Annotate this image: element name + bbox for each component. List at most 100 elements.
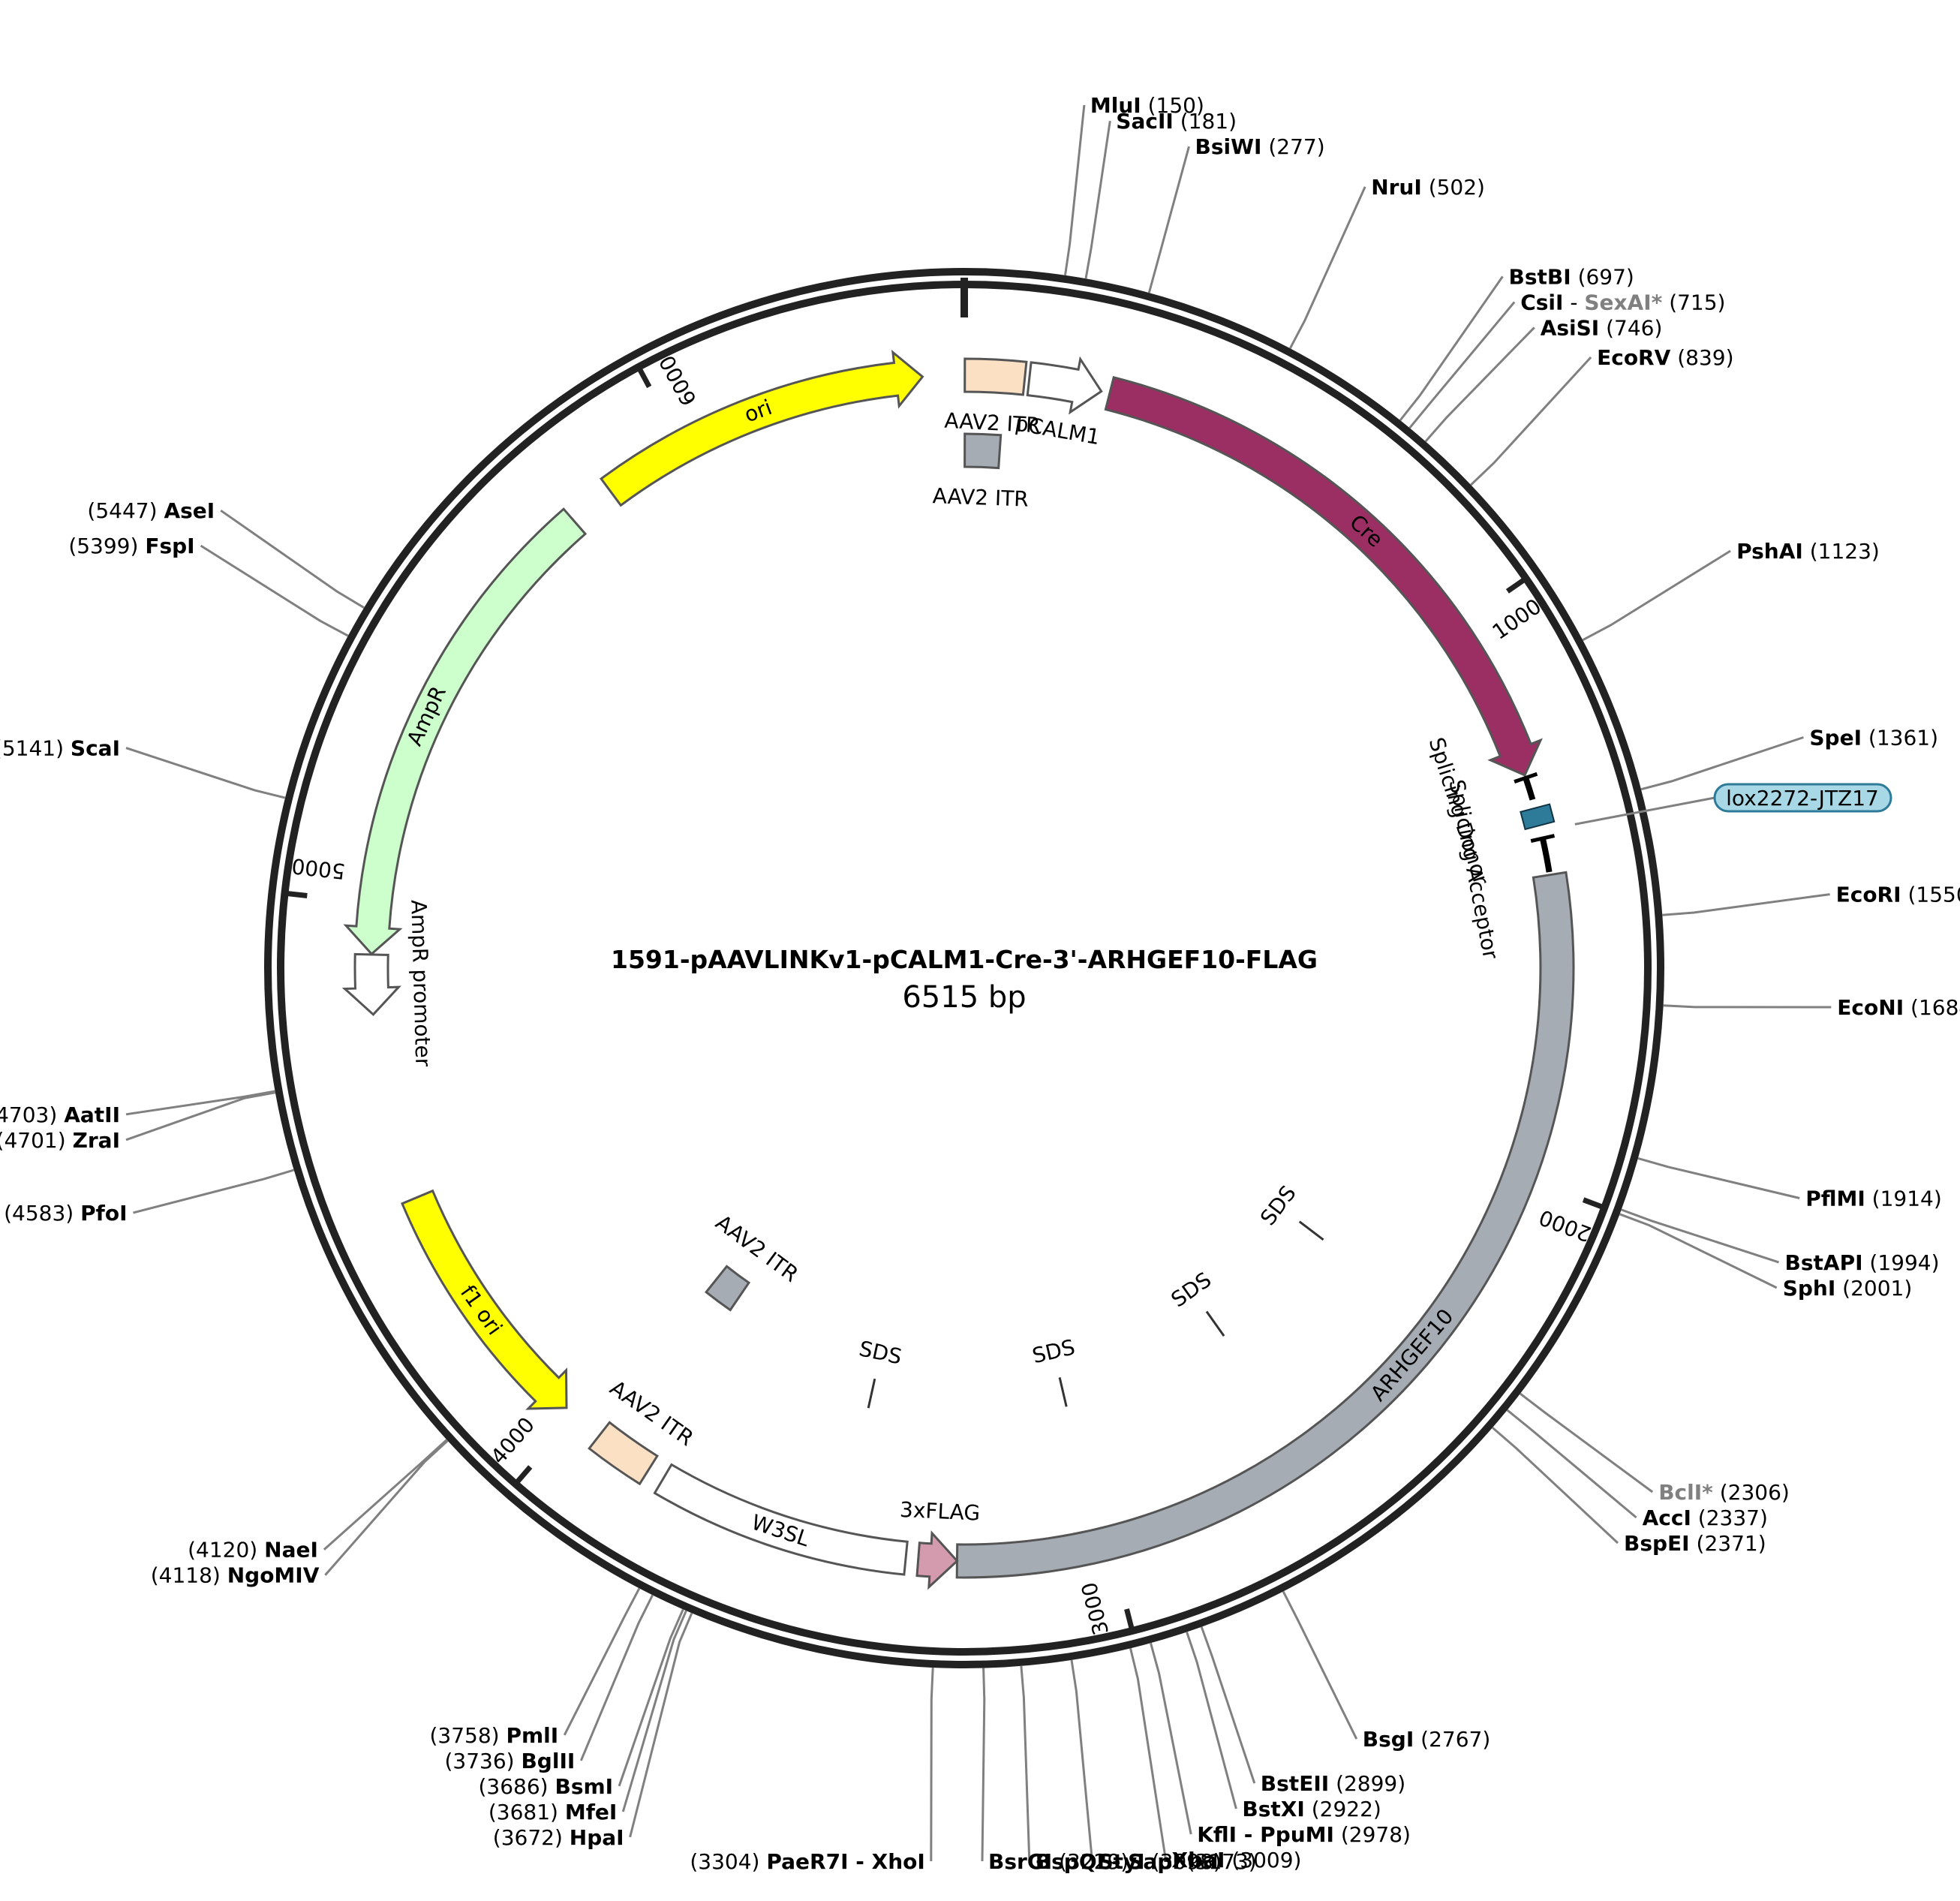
site-spacer	[1690, 1531, 1697, 1556]
site-position: (3736)	[444, 1749, 514, 1773]
restriction-site: BclI* (2306)	[1520, 1392, 1790, 1505]
restriction-site: BstEII (2899)	[1200, 1626, 1405, 1796]
site-leader-line	[579, 1594, 654, 1761]
site-position: (2371)	[1697, 1531, 1766, 1556]
site-position: (3672)	[493, 1825, 563, 1850]
site-leader-line	[1129, 1647, 1167, 1860]
restriction-site: (4583) PfoI	[4, 1169, 295, 1226]
site-leader-line	[1150, 1642, 1192, 1835]
restriction-site: BsgI (2767)	[1282, 1590, 1490, 1752]
site-name: BsgI	[1363, 1727, 1414, 1752]
site-spacer	[1414, 1727, 1420, 1752]
site-label: (4701) ZraI	[0, 1128, 120, 1153]
site-name: BclI*	[1658, 1480, 1713, 1505]
ori-shape	[600, 349, 924, 507]
sds-label: SDS	[1255, 1181, 1301, 1230]
site-leader-line	[1619, 1213, 1778, 1289]
site-name: PflMI	[1805, 1187, 1865, 1211]
site-spacer	[1422, 175, 1429, 200]
splicing-acceptor-marker: Splicing Acceptor	[1444, 778, 1556, 961]
site-label: NruI (502)	[1371, 175, 1485, 200]
site-leader-line	[1663, 1004, 1832, 1009]
restriction-site: MluI (150)	[1064, 93, 1204, 275]
site-leader-line	[1408, 301, 1516, 429]
restriction-site: BstXI (2922)	[1186, 1632, 1381, 1821]
site-name: NaeI	[264, 1538, 318, 1563]
site-position: (3686)	[478, 1774, 548, 1799]
sds-label: SDS	[857, 1336, 904, 1369]
aav2-itr-top2-label: AAV2 ITR	[932, 483, 1029, 511]
site-label: BstXI (2922)	[1242, 1797, 1381, 1821]
tick-mark	[283, 890, 308, 898]
ampr-feature: AmpR	[343, 507, 588, 956]
tick-mark	[1124, 1608, 1135, 1633]
site-leader-line	[563, 1587, 641, 1736]
lox-site-label: lox2272-JTZ17	[1726, 786, 1879, 811]
site-name: BstBI	[1509, 264, 1571, 289]
aav2-itr-bottom2-feature: AAV2 ITR	[704, 1210, 803, 1312]
site-leader-line	[1424, 326, 1535, 443]
pcalm1-shape	[1026, 356, 1103, 415]
restriction-site: (4701) ZraI	[0, 1091, 276, 1153]
site-position: (3304)	[690, 1849, 759, 1874]
site-position: (5141)	[0, 736, 64, 761]
site-spacer	[1713, 1480, 1720, 1505]
site-spacer	[1305, 1797, 1312, 1821]
sds-mark: SDS	[1167, 1268, 1225, 1337]
site-name: CsiI	[1520, 290, 1563, 314]
site-label: SpeI (1361)	[1809, 726, 1938, 750]
site-position: (3229)	[1059, 1849, 1129, 1874]
site-position: (502)	[1429, 175, 1485, 200]
site-position: (1550)	[1907, 883, 1960, 907]
sds-mark: SDS	[1030, 1334, 1078, 1407]
site-name: BstXI	[1242, 1797, 1304, 1821]
site-leader-line	[981, 1668, 986, 1862]
aav2-itr-top-label: AAV2 ITR	[944, 408, 1042, 438]
site-label: (5399) FspI	[68, 534, 194, 558]
site-name: ScaI	[71, 736, 120, 761]
site-leader-line	[1492, 1427, 1619, 1545]
site-label: SacII (181)	[1116, 109, 1237, 134]
site-leader-line	[1640, 736, 1804, 791]
site-leader-line	[1637, 1157, 1800, 1199]
site-spacer	[1862, 726, 1868, 750]
site-position: (3758)	[429, 1723, 499, 1748]
restriction-site: (5399) FspI	[68, 534, 349, 637]
site-name: ZraI	[73, 1128, 120, 1153]
aav2-itr-bottom-feature: AAV2 ITR	[588, 1376, 698, 1486]
restriction-site: SpeI (1361)	[1640, 726, 1938, 791]
site-leader-line	[1070, 1659, 1093, 1862]
site-spacer	[1174, 109, 1180, 134]
aav2-itr-top2-shape	[963, 432, 1003, 470]
site-position: (715)	[1669, 290, 1725, 314]
ampr-shape	[343, 507, 588, 956]
ori-feature: ori	[600, 349, 924, 507]
site-position: (5399)	[68, 534, 138, 558]
site-label: AsiSI (746)	[1541, 315, 1663, 340]
restriction-site: (3304) PaeR7I - XhoI	[690, 1668, 934, 1874]
site-leader-line	[1020, 1665, 1031, 1862]
site-label: BsrGI (3229)	[988, 1849, 1129, 1874]
restriction-site: NruI (502)	[1288, 175, 1485, 349]
site-label: BspQI - SapI (3173)	[1036, 1849, 1257, 1874]
site-leader-line	[1147, 146, 1190, 293]
site-position: (2001)	[1842, 1276, 1912, 1301]
site-position: (3173)	[1187, 1849, 1257, 1874]
site-position: (1684)	[1910, 995, 1960, 1020]
site-label: (5141) ScaI	[0, 736, 120, 761]
site-leader-line	[1506, 1409, 1637, 1519]
site-spacer	[1329, 1771, 1336, 1796]
site-name: PfoI	[80, 1201, 127, 1226]
site-name: BglII	[521, 1749, 575, 1773]
w3sl-feature: W3SL	[653, 1463, 909, 1576]
site-position: (1123)	[1810, 539, 1880, 564]
site-position: (839)	[1677, 345, 1733, 370]
site-spacer	[1691, 1505, 1698, 1530]
site-position: (4583)	[4, 1201, 74, 1226]
restriction-site: PflMI (1914)	[1637, 1157, 1942, 1211]
restriction-site: PshAI (1123)	[1582, 539, 1880, 642]
site-label: PshAI (1123)	[1736, 539, 1880, 564]
sds-label: SDS	[1167, 1268, 1216, 1313]
site-leader-line	[621, 1610, 687, 1812]
